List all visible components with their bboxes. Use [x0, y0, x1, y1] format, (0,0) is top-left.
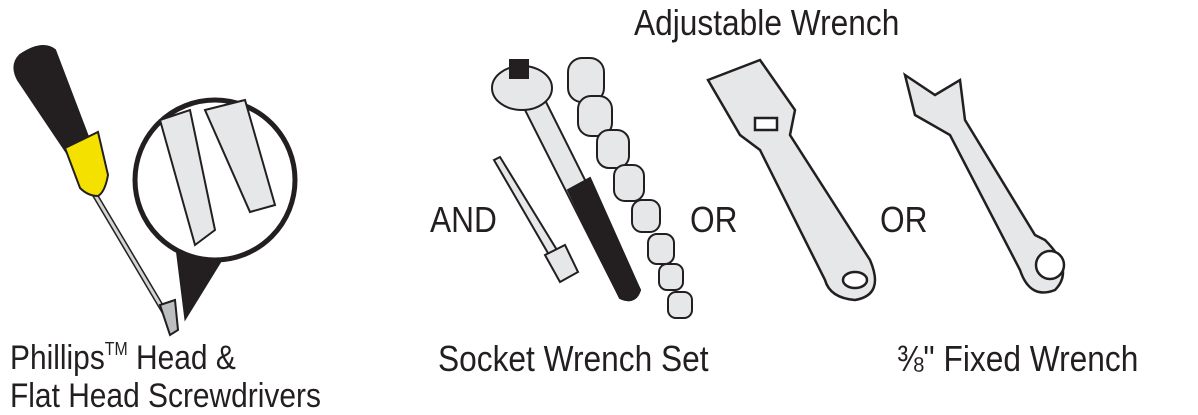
fixed-wrench-drawing — [903, 72, 1066, 294]
socket-extension-drawing — [492, 155, 580, 284]
or-label-1: OR — [690, 199, 738, 240]
screwdrivers-label-line1: PhillipsTM Head & — [10, 340, 236, 376]
adjustable-wrench-drawing — [706, 58, 877, 302]
and-label: AND — [430, 199, 497, 240]
screwdrivers-label-line2: Flat Head Screwdrivers — [10, 377, 321, 415]
phillips-text: Phillips — [10, 339, 105, 377]
socket-set-drawing — [567, 57, 693, 319]
screwdriver-drawing — [13, 45, 180, 337]
fixed-wrench-label: ⅜" Fixed Wrench — [897, 338, 1139, 379]
adjustable-wrench-label: Adjustable Wrench — [634, 2, 900, 43]
screwdriver-tip-callout — [132, 97, 298, 322]
head-and-text: Head & — [127, 339, 236, 377]
or-label-2: OR — [880, 199, 928, 240]
trademark-symbol: TM — [104, 339, 128, 359]
ratchet-drawing — [491, 59, 642, 302]
socket-set-label: Socket Wrench Set — [438, 338, 709, 379]
